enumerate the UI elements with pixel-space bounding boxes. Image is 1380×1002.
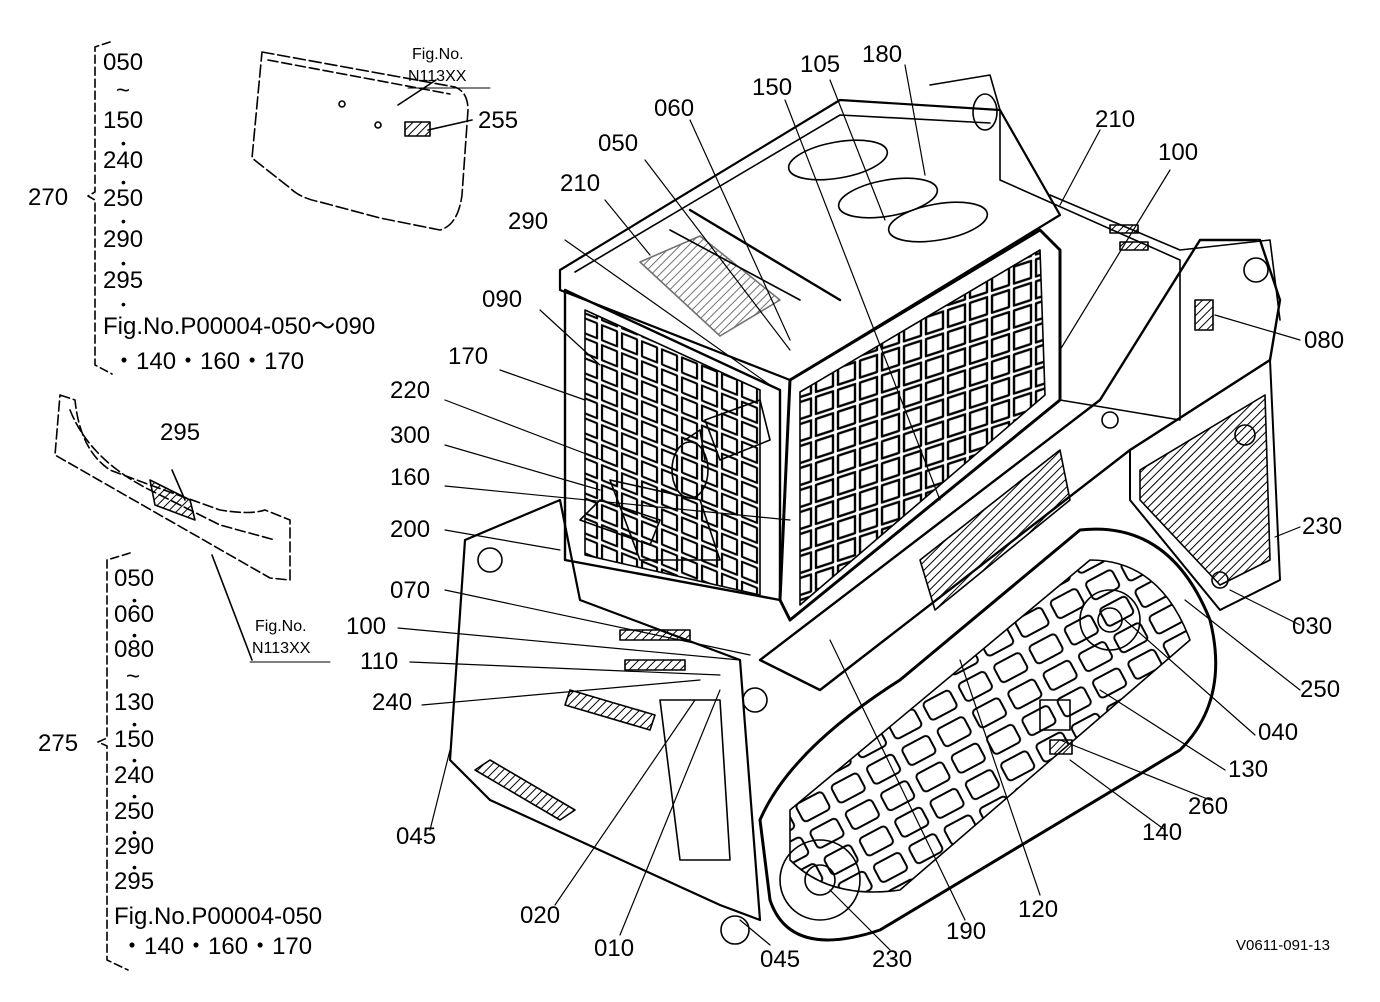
group275-extra-line: ・140・160・170 — [120, 933, 313, 960]
leader-lines — [397, 64, 1301, 951]
callout-140: 140 — [1142, 819, 1183, 846]
group270-range: ~ — [116, 77, 131, 104]
group270-dot: • — [121, 213, 126, 229]
group275-fig-line: Fig.No.P00004-050 — [114, 903, 323, 930]
fig-ref-top-line2: N113XX — [408, 68, 467, 85]
callout-120: 120 — [1018, 896, 1059, 923]
group275-item: 080 — [114, 636, 155, 663]
callout-170: 170 — [448, 343, 489, 370]
group275-dot: • — [132, 859, 137, 875]
group270-dot: • — [121, 296, 126, 312]
callout-300: 300 — [390, 422, 431, 449]
group275-dot: • — [132, 788, 137, 804]
group270-item: 250 — [103, 185, 144, 212]
cab-side-grill — [563, 288, 782, 602]
legend-bracket-275 — [97, 552, 131, 971]
callout-190: 190 — [946, 918, 987, 945]
legend-bracket-270 — [87, 41, 113, 375]
callout-050: 050 — [598, 130, 639, 157]
callout-230-bottom: 230 — [872, 946, 913, 973]
callout-270: 270 — [28, 184, 69, 211]
track-assembly — [758, 527, 1218, 942]
group270-item: 295 — [103, 267, 144, 294]
callout-060: 060 — [654, 95, 695, 122]
fig-ref-top-line1: Fig.No. — [412, 46, 464, 63]
callout-255: 255 — [478, 107, 519, 134]
group275-dot: • — [132, 627, 137, 643]
group275-dot: • — [132, 716, 137, 732]
group270-item: 050 — [103, 49, 144, 76]
group275-item: 295 — [114, 868, 155, 895]
callout-045-bottom: 045 — [760, 946, 801, 973]
group270-item: 150 — [103, 107, 144, 134]
callout-260: 260 — [1188, 793, 1229, 820]
lift-arm — [758, 238, 1282, 692]
callout-110: 110 — [360, 648, 399, 675]
callout-090: 090 — [482, 286, 523, 313]
inset-panel-255 — [251, 51, 491, 231]
callout-080: 080 — [1304, 327, 1345, 354]
group275-item: 060 — [114, 601, 155, 628]
group270-item: 290 — [103, 226, 144, 253]
callout-100-top: 100 — [1158, 139, 1199, 166]
callout-020: 020 — [520, 902, 561, 929]
callout-250: 250 — [1300, 676, 1341, 703]
callout-295: 295 — [160, 419, 201, 446]
callout-210: 210 — [560, 170, 601, 197]
callout-010: 010 — [594, 935, 635, 962]
group275-range: ~ — [126, 663, 141, 690]
group270-fig-line: Fig.No.P00004-050～090 — [103, 313, 376, 340]
operator-area — [579, 399, 771, 561]
inset-panel-295 — [54, 394, 331, 663]
group275-dot: • — [132, 752, 137, 768]
callout-100: 100 — [346, 613, 387, 640]
lower-frame — [448, 498, 768, 945]
group270-dot: • — [121, 135, 126, 151]
fig-ref-mid-line1: Fig.No. — [255, 618, 307, 635]
group270-item: 240 — [103, 147, 144, 174]
group270-dot: • — [121, 174, 126, 190]
callout-180: 180 — [862, 41, 903, 68]
drawing-code: V0611-091-13 — [1236, 937, 1330, 954]
group270-dot: • — [121, 255, 126, 271]
callout-230-right: 230 — [1302, 513, 1343, 540]
callout-275: 275 — [38, 730, 79, 757]
callout-045-left: 045 — [396, 823, 437, 850]
group275-item: 240 — [114, 762, 155, 789]
callout-150-top: 150 — [752, 74, 793, 101]
callout-105: 105 — [800, 51, 841, 78]
group275-item: 050 — [114, 565, 155, 592]
callout-130: 130 — [1228, 756, 1269, 783]
group270-extra-line: ・140・160・170 — [112, 348, 305, 375]
callout-030: 030 — [1292, 613, 1333, 640]
callout-040: 040 — [1258, 719, 1299, 746]
fig-ref-mid-line2: N113XX — [252, 640, 311, 657]
rear-body — [929, 74, 1281, 421]
callout-220: 220 — [390, 377, 431, 404]
callout-200: 200 — [390, 516, 431, 543]
callout-240: 240 — [372, 689, 413, 716]
cab-roof — [558, 98, 1062, 382]
group275-item: 290 — [114, 833, 155, 860]
group275-item: 150 — [114, 726, 155, 753]
callout-160: 160 — [390, 464, 431, 491]
callout-070: 070 — [390, 577, 431, 604]
group275-dot: • — [132, 824, 137, 840]
callout-210-top: 210 — [1095, 106, 1136, 133]
group275-item: 130 — [114, 689, 155, 716]
callout-290: 290 — [508, 208, 549, 235]
group275-dot: • — [132, 592, 137, 608]
group275-item: 250 — [114, 798, 155, 825]
